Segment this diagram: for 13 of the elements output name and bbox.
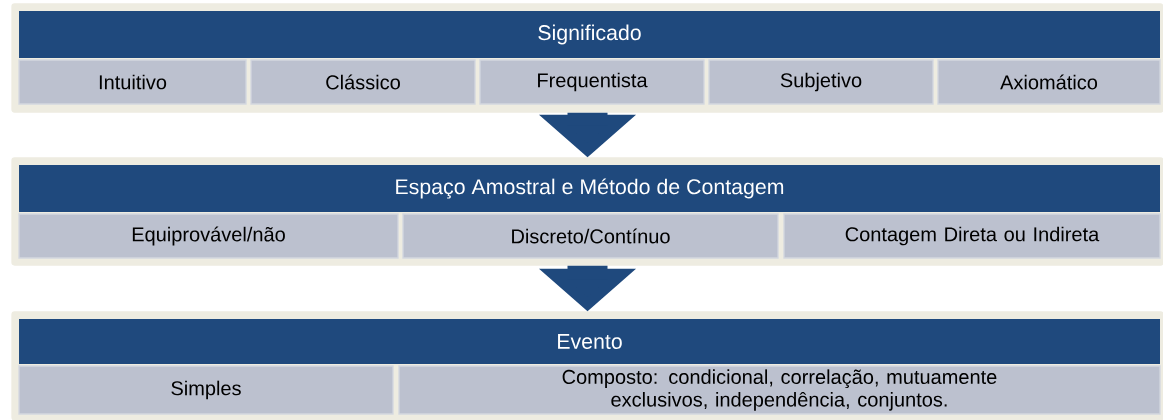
category-cell: Equiprovável/não [18,213,399,259]
header-band: Espaço Amostral e Método de Contagem [19,165,1160,212]
header-band: Evento [19,319,1160,364]
category-cell: Subjetivo [708,59,934,105]
category-cell: Composto: condicional, correlação, mutuamente exclusivos, independência, conjuntos. [398,365,1161,415]
category-cell: Frequentista [479,59,705,105]
category-cell: Axiomático [937,59,1161,105]
category-cell: Clássico [250,59,476,105]
category-cell: Intuitivo [18,59,247,105]
category-cell: Simples [18,365,394,415]
header-band: Significado [19,11,1160,58]
category-cell: Discreto/Contínuo [402,213,779,259]
category-cell: Contagem Direta ou Indireta [783,213,1161,259]
